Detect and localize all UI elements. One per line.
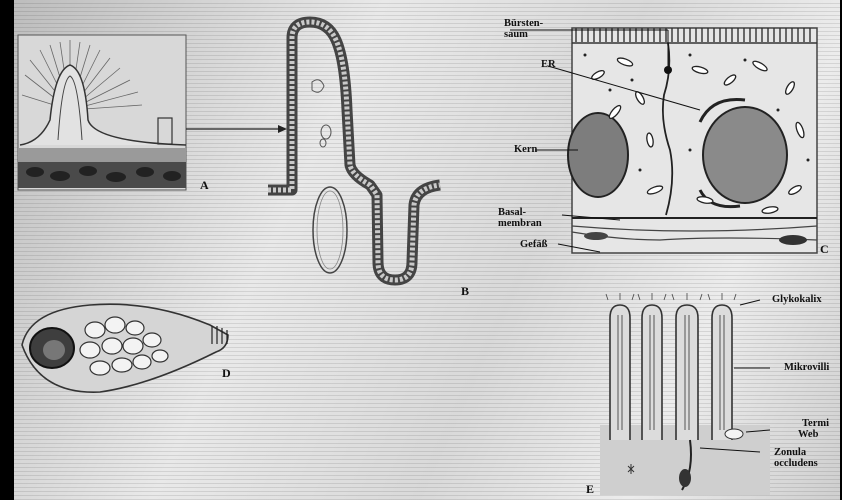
panel-letter-c: C <box>820 242 829 257</box>
label-terminal-web-line1: Termi <box>802 418 829 429</box>
histology-diagram <box>14 0 840 500</box>
label-zonula-line1: Zonula <box>774 447 806 458</box>
panel-d-goblet-cell <box>22 304 228 392</box>
panel-b-epithelial-fold <box>268 22 440 280</box>
panel-e-microvilli <box>600 293 770 495</box>
label-zonula-line2: occludens <box>774 458 818 469</box>
label-glykokalix: Glykokalix <box>772 294 822 305</box>
label-kern: Kern <box>514 144 537 155</box>
label-gefaess: Gefäß <box>520 239 547 250</box>
label-basalmembran-line1: Basal- <box>498 207 526 218</box>
label-buerstensaum-line1: Bürsten- <box>504 18 543 29</box>
panel-letter-a: A <box>200 178 209 193</box>
panel-a-intestinal-villus <box>18 35 287 190</box>
panel-letter-e: E <box>586 482 594 497</box>
label-er: ER <box>541 59 556 70</box>
label-basalmembran-line2: membran <box>498 218 542 229</box>
panel-letter-d: D <box>222 366 231 381</box>
label-mikrovilli: Mikrovilli <box>784 362 829 373</box>
label-buerstensaum-line2: saum <box>504 29 528 40</box>
panel-letter-b: B <box>461 284 469 299</box>
slide-projection: A B C D E Bürsten- saum ER Kern Basal- m… <box>14 0 840 500</box>
panel-c-enterocytes <box>510 28 817 253</box>
label-terminal-web-line2: Web <box>798 429 818 440</box>
